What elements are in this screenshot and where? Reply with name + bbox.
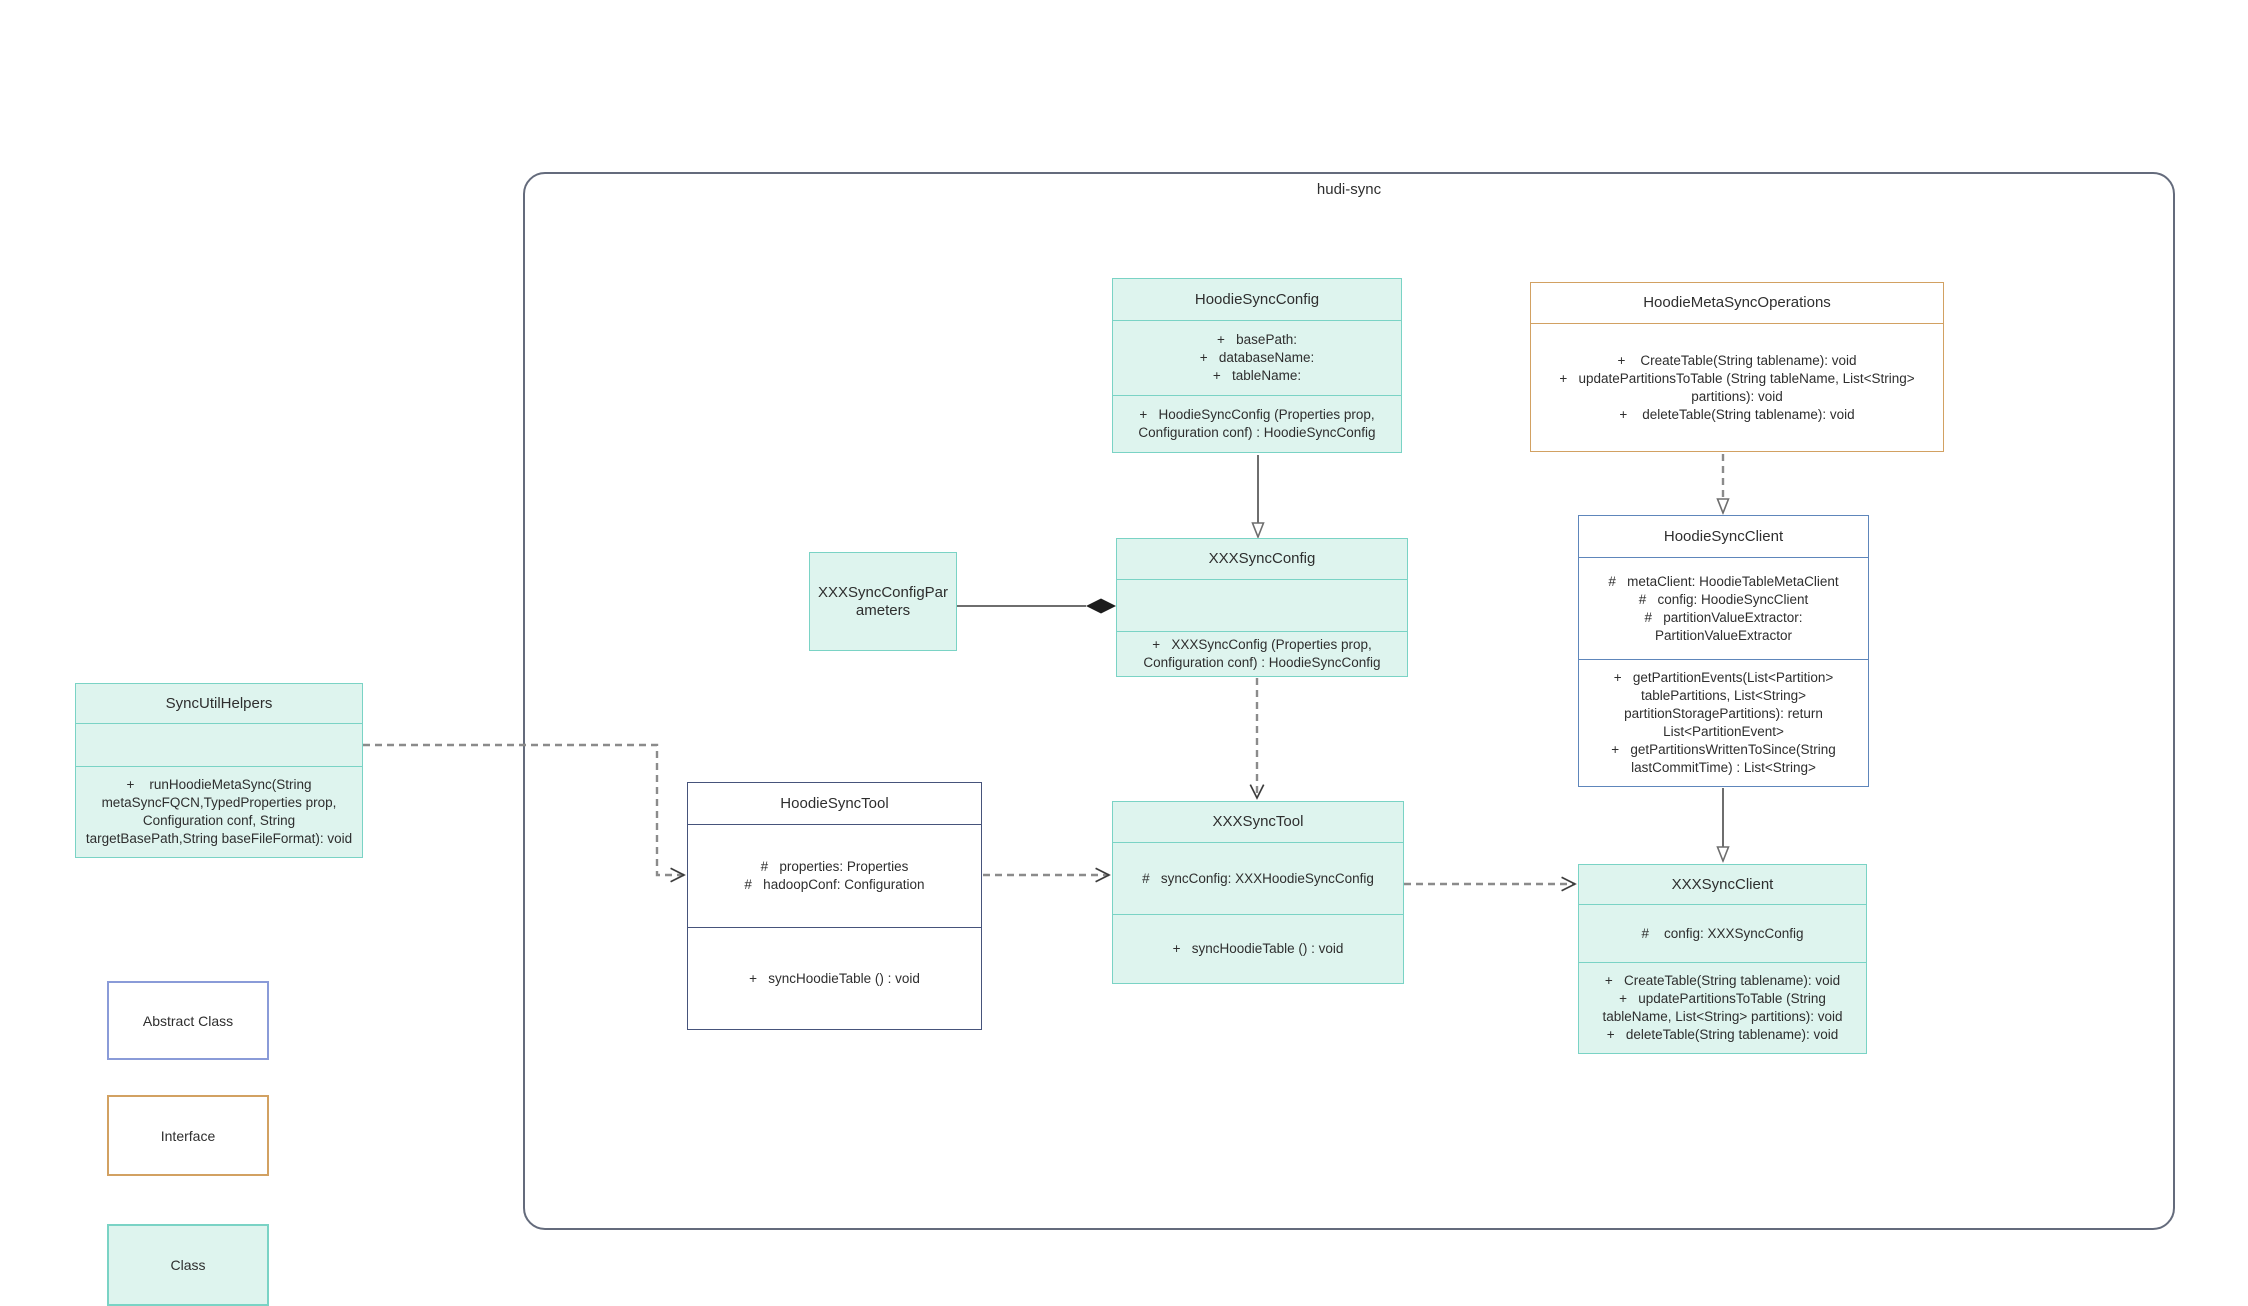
methods-section: + XXXSyncConfig (Properties prop, Config…	[1117, 631, 1407, 676]
method: + syncHoodieTable () : void	[1172, 941, 1344, 956]
method: + CreateTable(String tablename): void	[1604, 973, 1841, 988]
legend-abstract-class: Abstract Class	[107, 981, 269, 1060]
legend-label: Class	[170, 1257, 206, 1273]
class-xxx-sync-config-parameters: XXXSyncConfigParameters	[809, 552, 957, 651]
field: # hadoopConf: Configuration	[744, 877, 925, 892]
class-title: HoodieMetaSyncOperations	[1643, 294, 1831, 311]
field: # metaClient: HoodieTableMetaClient	[1608, 573, 1839, 589]
field: # config: XXXSyncConfig	[1641, 925, 1804, 941]
class-title: HoodieSyncConfig	[1194, 290, 1320, 308]
abstract-class-hoodie-sync-client: HoodieSyncClient # metaClient: HoodieTab…	[1578, 515, 1869, 787]
class-sync-util-helpers: SyncUtilHelpers + runHoodieMetaSync(Stri…	[75, 683, 363, 858]
interface-hoodie-meta-sync-operations: HoodieMetaSyncOperations + CreateTable(S…	[1530, 282, 1944, 452]
class-title: XXXSyncConfigParameters	[817, 583, 949, 619]
class-title: SyncUtilHelpers	[165, 694, 273, 712]
legend-class: Class	[107, 1224, 269, 1306]
fields-section: # config: XXXSyncConfig	[1579, 904, 1866, 962]
legend-label: Abstract Class	[142, 1012, 234, 1029]
fields-section-empty	[76, 723, 362, 766]
legend-label: Interface	[160, 1127, 216, 1144]
package-frame-hudi-sync	[523, 172, 2175, 1230]
field: + basePath:	[1217, 332, 1297, 347]
methods-section: + getPartitionEvents(List<Partition> tab…	[1579, 659, 1868, 786]
class-hoodie-sync-config: HoodieSyncConfig + basePath: + databaseN…	[1112, 278, 1402, 453]
class-title: XXXSyncConfig	[1208, 550, 1316, 567]
methods-section: + runHoodieMetaSync(String metaSyncFQCN,…	[76, 766, 362, 857]
fields-section: + basePath: + databaseName: + tableName:	[1113, 320, 1401, 395]
class-xxx-sync-client: XXXSyncClient # config: XXXSyncConfig + …	[1578, 864, 1867, 1054]
method: + XXXSyncConfig (Properties prop, Config…	[1143, 637, 1381, 670]
methods-section: + CreateTable(String tablename): void + …	[1531, 323, 1943, 451]
legend-interface: Interface	[107, 1095, 269, 1176]
methods-section: + CreateTable(String tablename): void + …	[1579, 962, 1866, 1053]
method: + syncHoodieTable () : void	[749, 970, 920, 986]
method: + CreateTable(String tablename): void	[1617, 352, 1857, 368]
method: + updatePartitionsToTable (String tableN…	[1559, 370, 1915, 404]
method: + deleteTable(String tablename): void	[1606, 1027, 1839, 1042]
field: + databaseName:	[1199, 350, 1315, 365]
class-title: XXXSyncTool	[1212, 813, 1304, 830]
class-title: HoodieSyncClient	[1663, 527, 1784, 545]
fields-section-empty	[1117, 579, 1407, 631]
fields-section: # properties: Properties # hadoopConf: C…	[688, 824, 981, 927]
methods-section: + syncHoodieTable () : void	[1113, 914, 1403, 983]
abstract-class-hoodie-sync-tool: HoodieSyncTool # properties: Properties …	[687, 782, 982, 1030]
field: # config: HoodieSyncClient	[1638, 591, 1809, 607]
package-label: hudi-sync	[1316, 181, 1382, 198]
field: + tableName:	[1212, 368, 1302, 383]
method: + updatePartitionsToTable (String tableN…	[1602, 991, 1843, 1024]
class-title: HoodieSyncTool	[780, 794, 889, 812]
methods-section: + HoodieSyncConfig (Properties prop, Con…	[1113, 395, 1401, 452]
class-xxx-sync-config: XXXSyncConfig + XXXSyncConfig (Propertie…	[1116, 538, 1408, 677]
field: # properties: Properties	[760, 859, 909, 874]
method: + getPartitionEvents(List<Partition> tab…	[1613, 670, 1834, 739]
method: + HoodieSyncConfig (Properties prop, Con…	[1138, 407, 1376, 440]
method: + deleteTable(String tablename): void	[1619, 406, 1855, 422]
method: + getPartitionsWrittenToSince(String las…	[1611, 742, 1836, 775]
fields-section: # metaClient: HoodieTableMetaClient # co…	[1579, 557, 1868, 659]
fields-section: # syncConfig: XXXHoodieSyncConfig	[1113, 842, 1403, 914]
field: # syncConfig: XXXHoodieSyncConfig	[1142, 870, 1374, 886]
class-title: XXXSyncClient	[1671, 875, 1774, 893]
methods-section: + syncHoodieTable () : void	[688, 927, 981, 1029]
class-xxx-sync-tool: XXXSyncTool # syncConfig: XXXHoodieSyncC…	[1112, 801, 1404, 984]
field: # partitionValueExtractor: PartitionValu…	[1644, 609, 1803, 643]
method: + runHoodieMetaSync(String metaSyncFQCN,…	[85, 777, 353, 846]
